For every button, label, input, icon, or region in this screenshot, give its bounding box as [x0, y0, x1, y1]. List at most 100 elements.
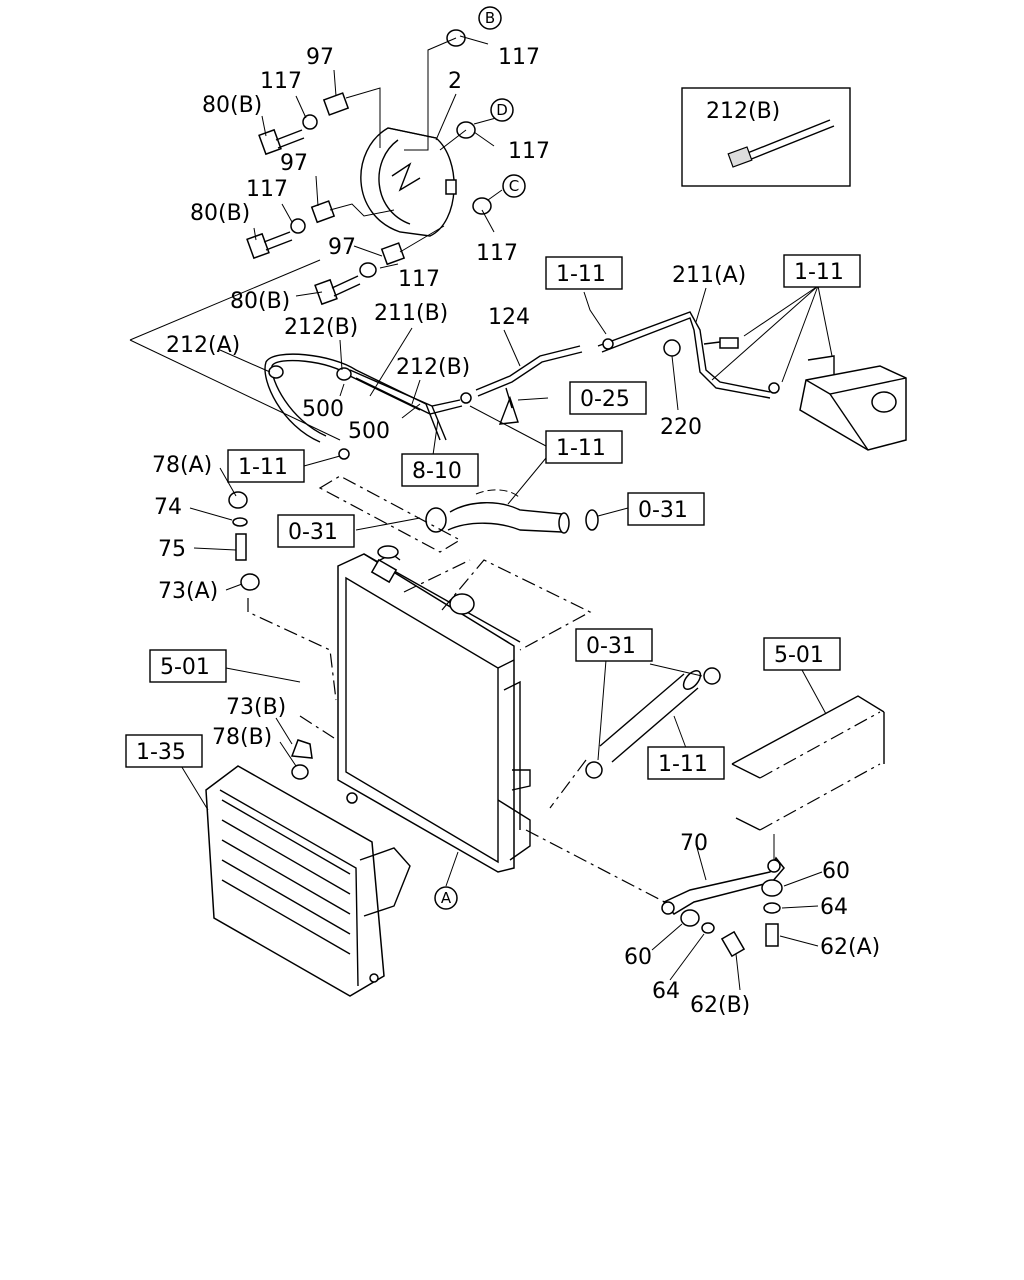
callout-212a: 212(A) [166, 333, 240, 358]
bolt-set-upper [258, 87, 381, 156]
bolt-icon [314, 278, 338, 306]
callout-60: 60 [822, 859, 850, 884]
ref-0-31-b: 0-31 [638, 498, 688, 523]
ref-8-10: 8-10 [412, 459, 462, 484]
drain-plug-icon [235, 533, 247, 561]
hose-clamp-icon [585, 761, 603, 779]
ref-box [401, 453, 479, 487]
callout-73a: 73(A) [158, 579, 218, 604]
circle-ref-c-label: C [509, 177, 519, 195]
mount-rubber-icon [290, 739, 313, 759]
upper-hose [425, 489, 599, 534]
ref-0-31-c: 0-31 [586, 634, 636, 659]
callout-74: 74 [154, 495, 182, 520]
clip-icon [336, 367, 352, 381]
callout-73b: 73(B) [226, 695, 286, 720]
bolt-icon [720, 930, 746, 958]
washer-icon [701, 922, 715, 934]
ref-box [125, 734, 203, 768]
ref-box [783, 254, 861, 288]
hose-clamp-icon [703, 667, 721, 685]
ref-1-11-c: 1-11 [556, 436, 606, 461]
ref-box [149, 649, 227, 683]
ref-box [647, 746, 725, 780]
callout-211a: 211(A) [672, 263, 746, 288]
washer-icon [232, 517, 248, 527]
ref-1-11-d: 1-11 [238, 455, 288, 480]
ref-0-25: 0-25 [580, 387, 630, 412]
bolt-icon [765, 923, 779, 947]
bolt-set-middle [246, 200, 395, 260]
ref-box [575, 628, 653, 662]
callout-97: 97 [280, 151, 308, 176]
grommet-icon [472, 197, 492, 215]
callout-80b: 80(B) [230, 289, 290, 314]
ref-box [227, 449, 305, 483]
callout-78b: 78(B) [212, 725, 272, 750]
clip-icon [602, 338, 614, 350]
callout-62b: 62(B) [690, 993, 750, 1018]
callout-97: 97 [328, 235, 356, 260]
bolt-icon [719, 337, 739, 349]
ref-1-35: 1-35 [136, 740, 186, 765]
circle-ref-a-label: A [441, 889, 452, 907]
callout-78a: 78(A) [152, 453, 212, 478]
frame-crossmember [731, 695, 885, 831]
ref-5-01-a: 5-01 [160, 655, 210, 680]
overflow-hoses [264, 311, 780, 443]
ref-box [277, 514, 355, 548]
ref-1-11-b: 1-11 [794, 260, 844, 285]
circle-ref-a [434, 886, 458, 910]
circle-ref-b-label: B [485, 9, 495, 27]
radiator [337, 545, 531, 873]
callout-220: 220 [660, 415, 702, 440]
callout-75: 75 [158, 537, 186, 562]
lower-hose [585, 667, 721, 779]
inset-label: 212(B) [706, 99, 780, 124]
callout-124: 124 [488, 305, 530, 330]
bolt-set-lower [314, 225, 445, 306]
inlet-icon [377, 545, 399, 559]
clip-icon [268, 365, 284, 379]
ref-0-31-a: 0-31 [288, 520, 338, 545]
callout-117: 117 [246, 177, 288, 202]
nut-icon [663, 339, 681, 357]
cock-icon [240, 573, 260, 591]
reserve-tank [663, 337, 907, 451]
ref-box [545, 430, 623, 464]
callout-117: 117 [476, 241, 518, 266]
ref-box [545, 256, 623, 290]
bolt-icon [246, 232, 270, 260]
callout-211b: 211(B) [374, 301, 448, 326]
circled-refs: B D C A [434, 6, 526, 910]
callout-62a: 62(A) [820, 935, 880, 960]
nut-icon [228, 491, 248, 509]
washer-icon [763, 902, 781, 914]
cap-icon [871, 391, 897, 413]
callout-64: 64 [820, 895, 848, 920]
ref-1-11-a: 1-11 [556, 262, 606, 287]
leader-lines [179, 35, 833, 991]
callout-117: 117 [508, 139, 550, 164]
callout-64: 64 [652, 979, 680, 1004]
circle-ref-c [502, 174, 526, 198]
circle-ref-d [490, 98, 514, 122]
callout-97: 97 [306, 45, 334, 70]
ref-1-11-e: 1-11 [658, 752, 708, 777]
hose-clamp-icon [585, 509, 599, 531]
circle-ref-b [478, 6, 502, 30]
callout-500: 500 [302, 397, 344, 422]
ref-box [569, 381, 647, 415]
callout-2: 2 [448, 69, 462, 94]
callout-212b: 212(B) [396, 355, 470, 380]
hose-clamp-icon [425, 507, 447, 533]
ref-box [763, 637, 841, 671]
callout-117: 117 [398, 267, 440, 292]
clip-icon [460, 392, 472, 404]
mount-rubber-icon [761, 879, 783, 897]
callout-212b: 212(B) [284, 315, 358, 340]
boxed-refs: 1-11 1-11 0-25 1-11 1-11 8-10 0-31 0-31 … [125, 254, 861, 780]
fan-shroud [360, 127, 457, 237]
callout-117: 117 [498, 45, 540, 70]
